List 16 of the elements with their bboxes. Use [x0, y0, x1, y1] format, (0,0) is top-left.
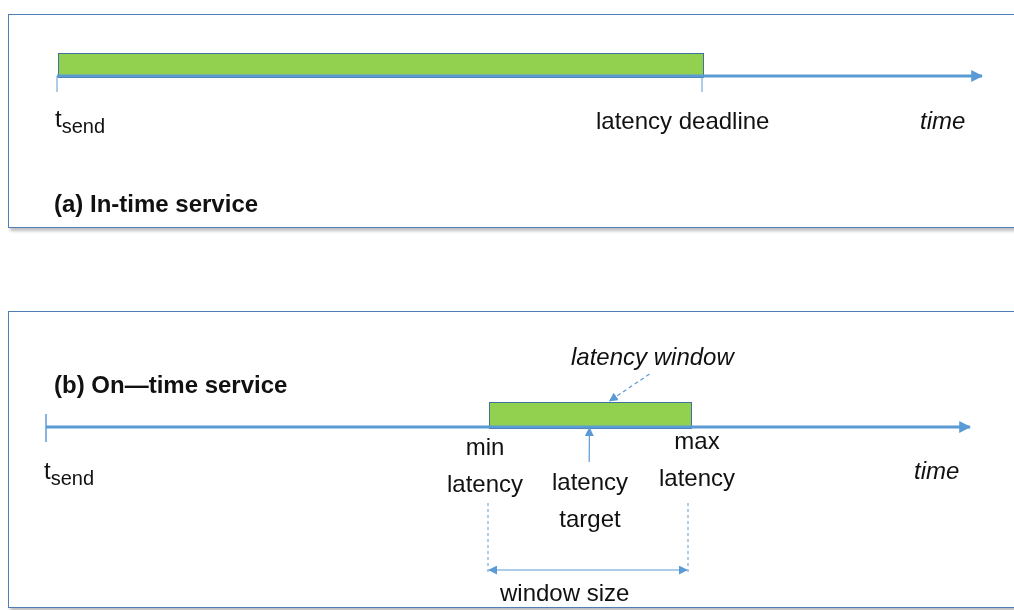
callout-label: latency target [536, 463, 644, 537]
panel-title: (b) On—time service [54, 370, 288, 400]
text-label: time [920, 106, 966, 136]
text-label: time [914, 456, 960, 486]
text-label: t$_{send}$ [55, 104, 106, 139]
text-label: min latency [445, 432, 524, 499]
text-label: t$_{send}$ [44, 456, 95, 491]
panel [8, 14, 1014, 228]
text-label: max latency [657, 426, 736, 493]
leader-line [584, 427, 594, 463]
callout-label: latency window [571, 338, 785, 375]
leader-line [608, 373, 651, 402]
text-label: latency deadline [596, 106, 770, 136]
panel-title: (a) In-time service [54, 189, 259, 219]
text-label: window size [500, 578, 630, 608]
panel [8, 311, 1014, 608]
